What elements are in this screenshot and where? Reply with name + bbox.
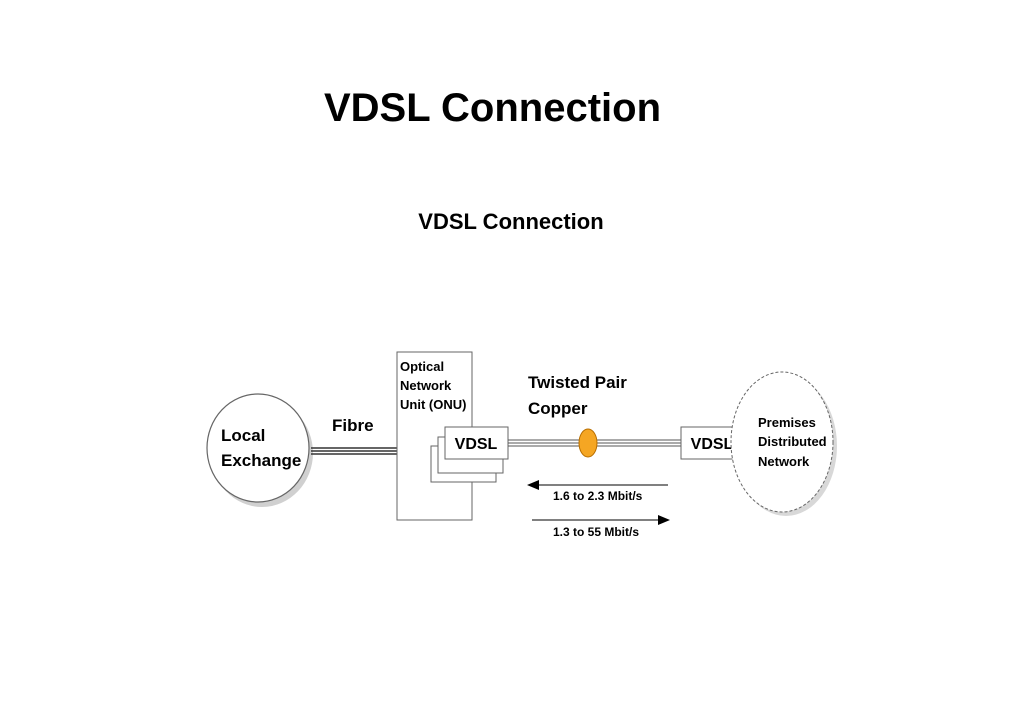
- upstream-rate-label: 1.6 to 2.3 Mbit/s: [553, 489, 643, 503]
- fibre-label: Fibre: [332, 416, 374, 435]
- local-exchange-circle: [206, 393, 310, 503]
- downstream-rate-arrow: 1.3 to 55 Mbit/s: [532, 515, 670, 539]
- left-arrowhead-icon: [527, 480, 539, 490]
- vdsl-card-front: [444, 426, 509, 460]
- onu-label-line3: Unit (ONU): [400, 397, 466, 412]
- local-exchange-label-line1: Local: [221, 426, 265, 445]
- twisted-pair-label-line1: Twisted Pair: [528, 373, 627, 392]
- downstream-rate-label: 1.3 to 55 Mbit/s: [553, 525, 639, 539]
- onu-vdsl-stack: VDSL: [430, 426, 509, 483]
- diagram-title: VDSL Connection: [418, 209, 603, 234]
- onu-vdsl-label: VDSL: [455, 436, 498, 453]
- copper-link: Twisted Pair Copper: [508, 373, 681, 458]
- remote-vdsl-label: VDSL: [691, 436, 734, 453]
- local-exchange-node: Local Exchange: [206, 393, 313, 507]
- upstream-rate-arrow: 1.6 to 2.3 Mbit/s: [527, 480, 668, 503]
- premises-label-line2: Distributed: [758, 434, 827, 449]
- slide-title: VDSL Connection: [323, 86, 662, 130]
- copper-pair-node: [578, 428, 598, 458]
- premises-label-line1: Premises: [758, 415, 816, 430]
- twisted-pair-label-line2: Copper: [528, 399, 588, 418]
- premises-label-line3: Network: [758, 454, 810, 469]
- onu-label-line2: Network: [400, 378, 452, 393]
- onu-label-line1: Optical: [400, 359, 444, 374]
- premises-network-node: Premises Distributed Network: [730, 371, 837, 516]
- right-arrowhead-icon: [658, 515, 670, 525]
- local-exchange-label-line2: Exchange: [221, 451, 301, 470]
- fibre-link: Fibre: [311, 416, 397, 455]
- premises-ellipse: [730, 371, 834, 513]
